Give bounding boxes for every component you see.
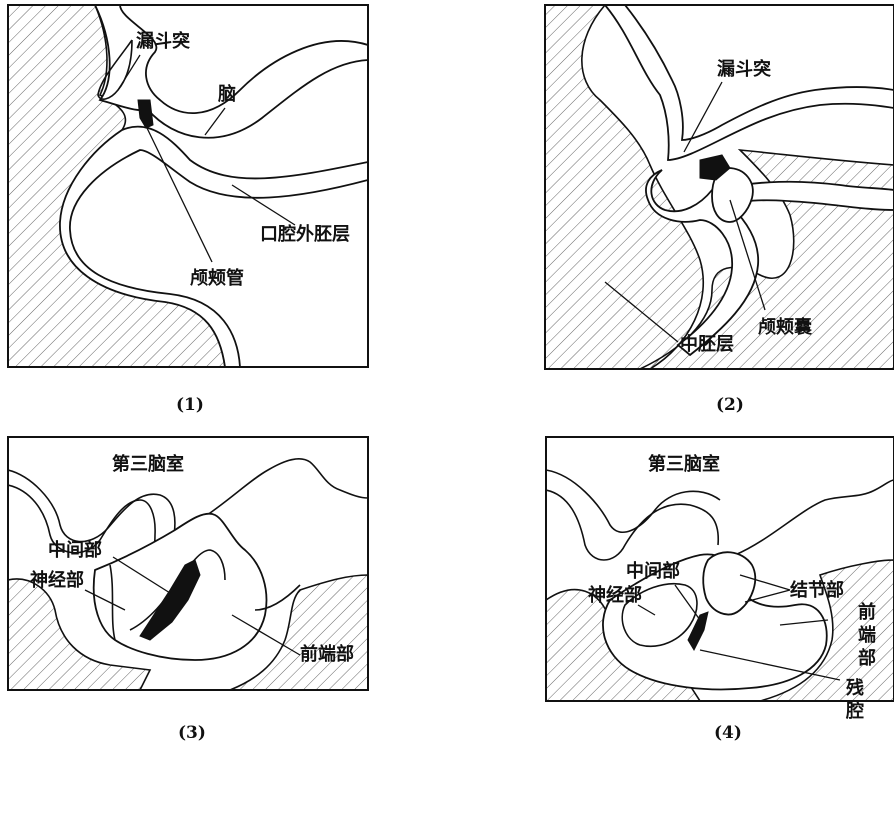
ventricle-wall-4 [546, 480, 894, 560]
label-distalis-4-1: 前 [858, 601, 876, 623]
panel-2: 漏斗突 颅颊囊 中胚层 (2) [545, 5, 894, 415]
panel-4: 第三脑室 中间部 神经部 结节部 前 端 部 残 腔 (4) [546, 437, 894, 743]
label-mesoderm-2: 中胚层 [680, 333, 734, 355]
ventricle-top-4 [546, 470, 720, 532]
label-tuberalis-4: 结节部 [790, 579, 844, 601]
label-intermedia-3: 中间部 [48, 539, 102, 561]
caption-3: (3) [178, 723, 206, 743]
label-pouch-2: 颅颊囊 [758, 316, 813, 338]
panel-1: 漏斗突 脑 口腔外胚层 颅颊管 (1) [8, 5, 368, 415]
label-oral-ectoderm-1: 口腔外胚层 [260, 223, 350, 245]
label-infundibulum-1: 漏斗突 [136, 30, 190, 52]
brain-band-2 [605, 5, 894, 160]
caption-1: (1) [176, 395, 204, 415]
label-brain-1: 脑 [218, 83, 236, 105]
label-ventricle-4: 第三脑室 [648, 453, 720, 475]
label-nervosa-3: 神经部 [30, 569, 84, 591]
label-distalis-3: 前端部 [300, 643, 354, 665]
brain-tissue [95, 5, 368, 138]
label-canal-1: 颅颊管 [190, 267, 244, 289]
label-residual-4-2: 腔 [845, 700, 864, 722]
label-distalis-4-3: 部 [858, 647, 876, 669]
label-ventricle-3: 第三脑室 [112, 453, 184, 475]
caption-4: (4) [714, 723, 742, 743]
label-distalis-4-2: 端 [858, 625, 876, 646]
caption-2: (2) [716, 395, 744, 415]
canal-black [138, 100, 153, 128]
panel-3: 第三脑室 中间部 神经部 前端部 (3) [8, 437, 368, 743]
mesoderm-left [545, 5, 703, 369]
label-intermedia-4: 中间部 [626, 560, 680, 582]
label-nervosa-4: 神经部 [588, 584, 642, 606]
label-infundibulum-2: 漏斗突 [717, 58, 771, 80]
label-residual-4-1: 残 [846, 677, 864, 699]
